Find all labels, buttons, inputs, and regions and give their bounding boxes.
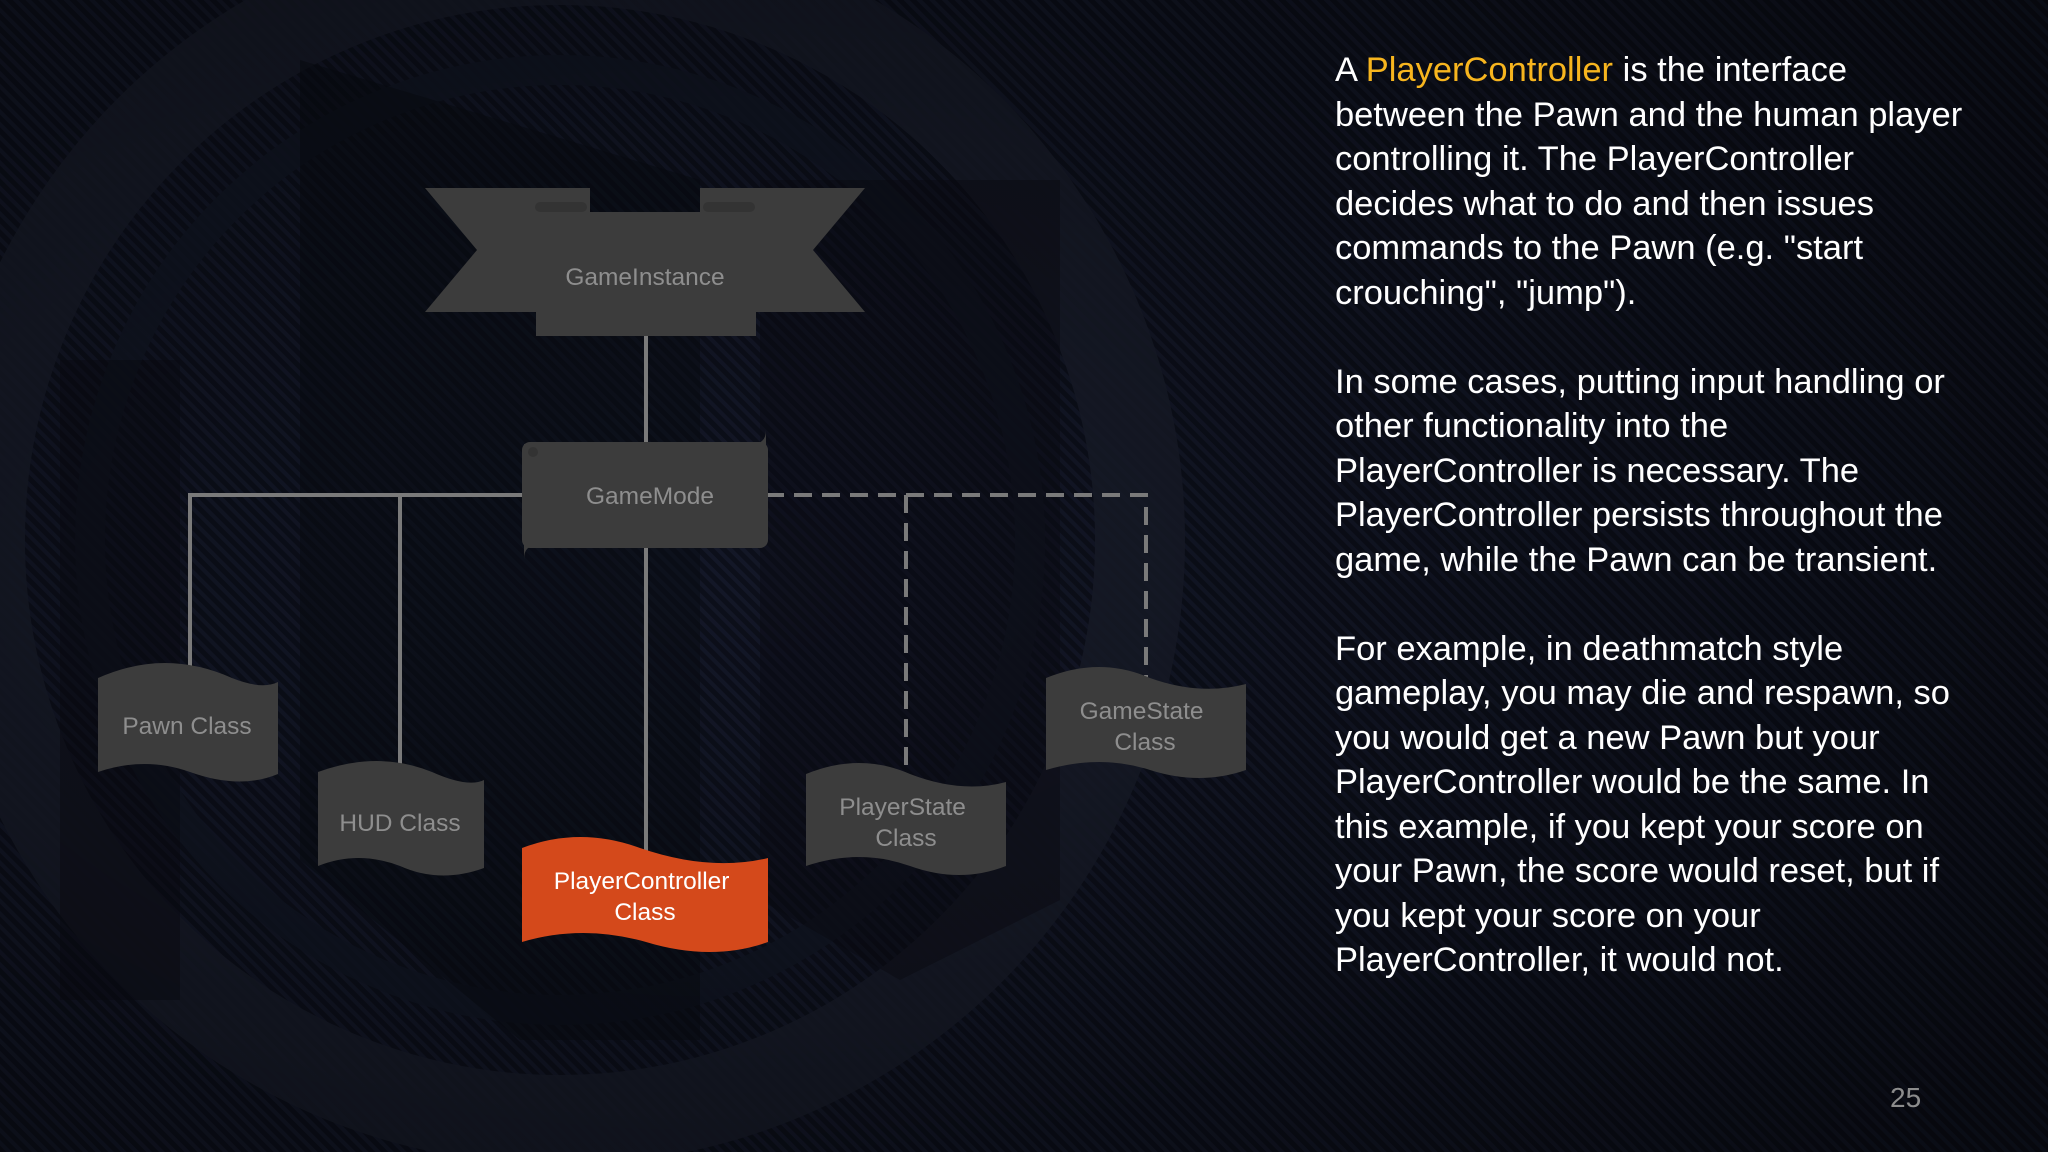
playercontroller-highlight: PlayerController bbox=[1365, 51, 1614, 89]
paragraph-3: For example, in deathmatch style gamepla… bbox=[1335, 629, 1950, 980]
playerstate-class-node: PlayerState Class bbox=[806, 763, 1006, 875]
gameinstance-label: GameInstance bbox=[565, 264, 724, 291]
page-number: 25 bbox=[1890, 1082, 1922, 1113]
paragraph-1: A PlayerController is the interface betw… bbox=[1335, 48, 1965, 315]
playercontroller-class-line2: Class bbox=[614, 899, 675, 926]
connectors bbox=[188, 335, 1148, 855]
paragraph-1-rest: is the interface between the Pawn and th… bbox=[1335, 51, 1963, 312]
connector-gamemode-gamestate bbox=[906, 493, 1148, 690]
gamestate-class-node: GameState Class bbox=[1046, 667, 1246, 778]
gamestate-class-line2: Class bbox=[1114, 729, 1175, 756]
pawn-class-node: Pawn Class bbox=[98, 663, 278, 782]
paragraph-2: In some cases, putting input handling or… bbox=[1335, 362, 1945, 579]
playercontroller-class-node: PlayerController Class bbox=[522, 837, 768, 952]
playerstate-class-line1: PlayerState bbox=[839, 794, 966, 821]
connector-gamemode-playerstate bbox=[766, 493, 908, 785]
playercontroller-class-line1: PlayerController bbox=[554, 868, 730, 895]
gamestate-class-label: GameState Class bbox=[1080, 698, 1211, 756]
gameinstance-node: GameInstance bbox=[425, 188, 865, 336]
paragraph-1-prefix: A bbox=[1335, 51, 1366, 89]
connector-gamemode-pawn bbox=[188, 493, 524, 690]
gamemode-label: GameMode bbox=[586, 483, 714, 510]
description-panel: A PlayerController is the interface betw… bbox=[1335, 48, 1965, 1027]
playerstate-class-line2: Class bbox=[875, 825, 936, 852]
playercontroller-class-label: PlayerController Class bbox=[554, 868, 736, 926]
gamemode-node: GameMode bbox=[522, 430, 768, 559]
pawn-class-label: Pawn Class bbox=[122, 713, 251, 740]
playerstate-class-label: PlayerState Class bbox=[839, 794, 972, 852]
hud-class-label: HUD Class bbox=[339, 810, 460, 837]
class-hierarchy-diagram: GameInstance GameMode Pawn Class HUD Cla… bbox=[98, 188, 1246, 952]
hud-class-node: HUD Class bbox=[318, 761, 484, 876]
gamestate-class-line1: GameState bbox=[1080, 698, 1204, 725]
